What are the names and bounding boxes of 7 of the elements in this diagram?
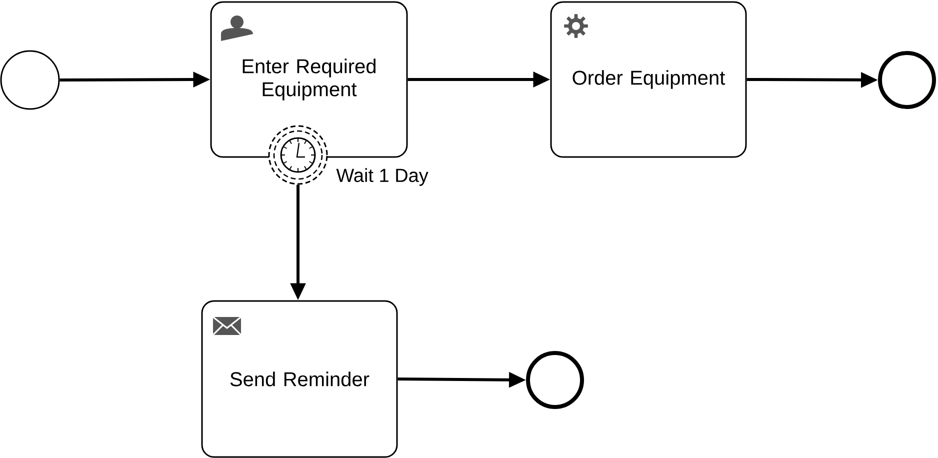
task-box: Order Equipment <box>550 1 747 158</box>
start-event-circle <box>0 50 60 110</box>
event-label: Wait 1 Day <box>336 168 428 186</box>
task-box: Enter Required Equipment <box>210 1 408 158</box>
task-box: Send Reminder <box>201 300 398 458</box>
end-event-circle <box>526 351 584 409</box>
end-event-circle <box>878 51 936 109</box>
